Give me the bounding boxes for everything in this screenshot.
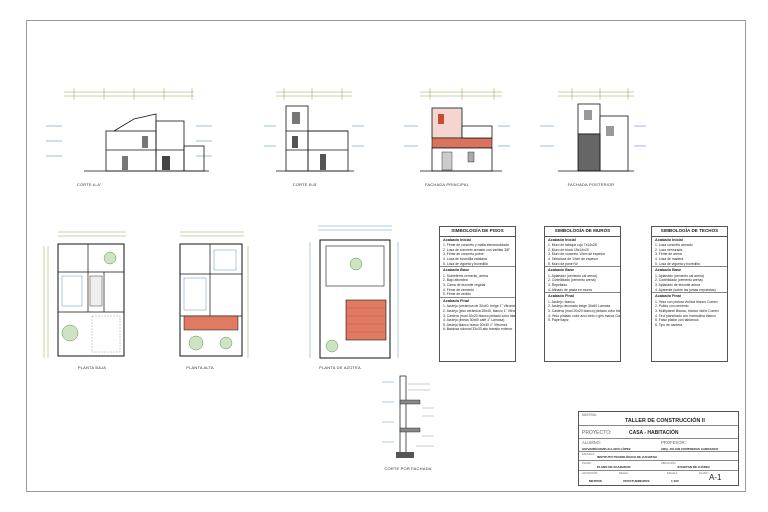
upper-floor-caption: PLANTA ALTA <box>186 365 214 370</box>
plan-value: PLANO DE ACABADOS <box>597 465 631 469</box>
student-value: GIOVANNI DAVID ALLADO LÓPEZ <box>582 447 631 451</box>
school-value: INSTITUTO TECNOLÓGICO DE JUCHITAN <box>597 455 657 459</box>
section-aa-drawing <box>46 88 212 172</box>
plan-row: PLANO: PLANO DE ACABADOS UBICACIÓN: JUCH… <box>579 461 738 471</box>
units-row: ACOTACIÓN: METROS FECHA: 07/OCTUBRE/2022… <box>582 472 722 483</box>
ceilings-legend-title: SIMBOLOGÍA DE TECHOS <box>652 227 727 237</box>
ground-floor-plan <box>43 231 126 358</box>
walls-legend: SIMBOLOGÍA DE MUROS Acabado Inicial 1. M… <box>544 226 621 362</box>
units-value: METROS <box>589 479 602 483</box>
section-bb-drawing <box>264 88 364 172</box>
floors-legend: SIMBOLOGÍA DE PISOS Acabado Inicial 1. F… <box>439 226 516 362</box>
upper-floor-plan <box>179 231 249 358</box>
subject-value: TALLER DE CONSTRUCCIÓN II <box>625 418 705 424</box>
sheet-number: A-1 <box>709 473 722 482</box>
rear-facade-caption: FACHADA POSTERIOR <box>567 182 615 187</box>
main-facade-drawing <box>404 88 510 172</box>
student-row: ALUMNO: GIOVANNI DAVID ALLADO LÓPEZ PROF… <box>579 439 738 452</box>
project-value: CASA - HABITACIÓN <box>629 430 679 436</box>
section-bb-caption: CORTE B-B' <box>292 182 318 187</box>
ceilings-legend: SIMBOLOGÍA DE TECHOS Acabado Inicial 1. … <box>651 226 728 362</box>
date-value: 07/OCTUBRE/2022 <box>623 479 650 483</box>
project-row: PROYECTO: CASA - HABITACIÓN <box>579 426 738 439</box>
professor-value: ARQ. JULIAN CONTRERAS CARRANCO <box>661 447 719 451</box>
school-row: ESCUELA: INSTITUTO TECNOLÓGICO DE JUCHIT… <box>579 452 738 461</box>
walls-legend-title: SIMBOLOGÍA DE MUROS <box>545 227 620 237</box>
subject-row: MATERIA: TALLER DE CONSTRUCCIÓN II <box>579 412 738 426</box>
facade-section-drawing <box>382 375 434 458</box>
main-facade-caption: FACHADA PRINCIPAL <box>424 182 469 187</box>
rear-facade-drawing <box>540 88 646 172</box>
roof-plan-caption: PLANTA DE AZOTEA <box>319 365 361 370</box>
scale-value: 1:100 <box>671 479 679 483</box>
title-block: MATERIA: TALLER DE CONSTRUCCIÓN II PROYE… <box>578 411 739 486</box>
floors-legend-title: SIMBOLOGÍA DE PISOS <box>440 227 515 237</box>
facade-section-caption: CORTE POR FACHADA <box>384 466 432 471</box>
location-value: JUCHITAN DE JUÁREZ <box>677 465 710 469</box>
ground-floor-caption: PLANTA BAJA <box>77 365 107 370</box>
section-aa-caption: CORTE A-A' <box>76 182 102 187</box>
roof-plan <box>309 225 399 359</box>
